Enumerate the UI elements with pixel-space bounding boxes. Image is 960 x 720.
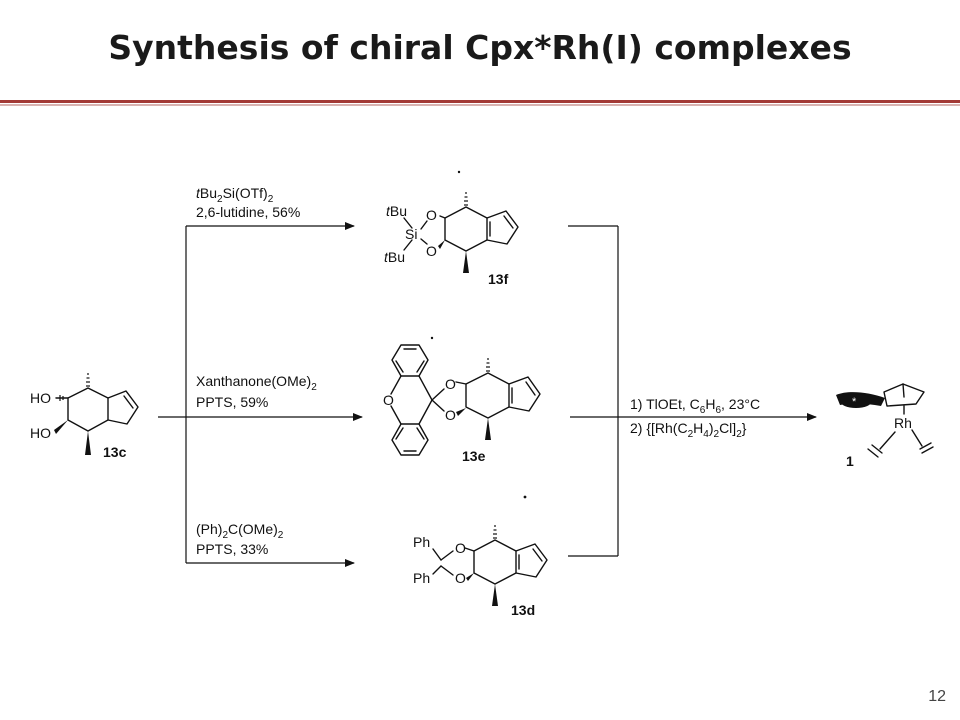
product-13f: O Si O tBu tBu 13f: [384, 192, 519, 287]
condition-text: 2,6-lutidine, 56%: [196, 204, 300, 220]
product-1-rh-complex: * Rh 1: [836, 383, 934, 469]
condition-text: PPTS, 59%: [196, 394, 268, 410]
compound-label-13d: 13d: [511, 602, 535, 618]
dashed-methyl: [486, 358, 490, 372]
product-13d: O O Ph Ph 13d: [413, 525, 548, 618]
oxygen-label: O: [383, 392, 394, 408]
wedge-oh: [54, 420, 68, 434]
title-divider-shadow: [0, 104, 960, 106]
compound-label-13f: 13f: [488, 271, 509, 287]
title-divider: [0, 100, 960, 103]
dashed-methyl: [493, 525, 497, 539]
wedge-methyl: [492, 584, 498, 606]
oxygen-label: O: [426, 243, 437, 259]
condition-text: Xanthanone(OMe)2: [196, 373, 317, 393]
condition-text: (Ph)2C(OMe)2: [196, 521, 284, 541]
stray-dots: [430, 170, 527, 499]
phenyl-label: Ph: [413, 534, 430, 550]
oxygen-label: O: [455, 540, 466, 556]
hydroxyl-label: HO: [30, 425, 51, 441]
condition-text: tBu2Si(OTf)2: [196, 185, 274, 205]
converging-bracket: [568, 225, 817, 557]
dashed-oh: [59, 395, 64, 401]
wedge-methyl: [485, 418, 491, 440]
oxygen-label: O: [455, 570, 466, 586]
tert-butyl-label: tBu: [386, 203, 407, 219]
wedge-methyl: [463, 251, 469, 273]
condition-text: PPTS, 33%: [196, 541, 268, 557]
phenyl-label: Ph: [413, 570, 430, 586]
product-13e: O O O 13e: [383, 344, 541, 464]
compound-label-13c: 13c: [103, 444, 127, 460]
page-number: 12: [928, 688, 946, 705]
condition-text: 1) TlOEt, C6H6, 23°C: [630, 396, 760, 416]
chiral-star-label: *: [852, 396, 857, 408]
page-title: Synthesis of chiral Cpx*Rh(I) complexes: [108, 28, 852, 67]
starting-material-13c: HO HO 13c: [30, 373, 139, 460]
tert-butyl-label: tBu: [384, 249, 405, 265]
branch-arrows: [158, 222, 363, 567]
rhodium-label: Rh: [894, 415, 912, 431]
silicon-label: Si: [405, 226, 417, 242]
dashed-methyl: [464, 192, 468, 206]
oxygen-label: O: [445, 407, 456, 423]
condition-text: 2) {[Rh(C2H4)2Cl]2}: [630, 420, 747, 440]
hydroxyl-label: HO: [30, 390, 51, 406]
oxygen-label: O: [445, 376, 456, 392]
dashed-methyl: [86, 373, 90, 387]
wedge-methyl: [85, 431, 91, 455]
compound-label-1: 1: [846, 453, 854, 469]
oxygen-label: O: [426, 207, 437, 223]
compound-label-13e: 13e: [462, 448, 486, 464]
